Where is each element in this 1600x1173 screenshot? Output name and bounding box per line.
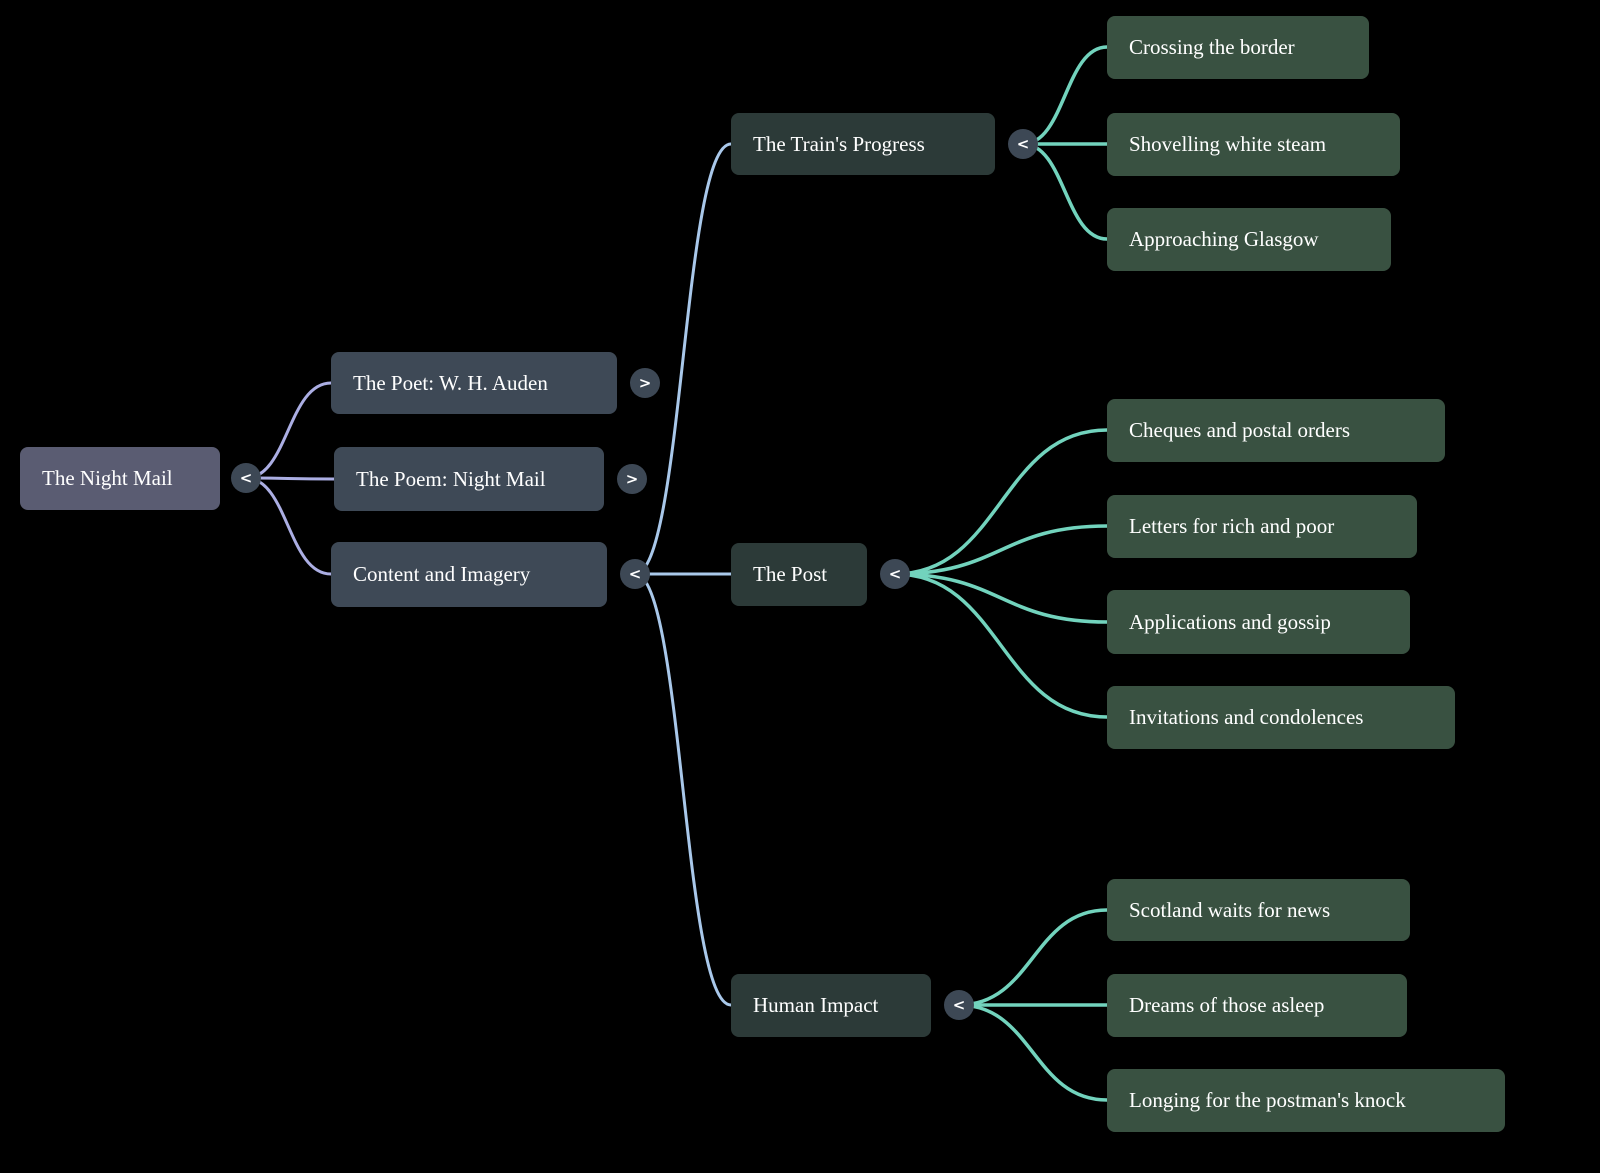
node-scotland-waits-for-news[interactable]: Scotland waits for news xyxy=(1107,879,1410,941)
node-trains-progress[interactable]: The Train's Progress xyxy=(731,113,995,175)
node-label: Dreams of those asleep xyxy=(1129,993,1325,1017)
link-content-human xyxy=(633,572,733,1007)
node-the-night-mail[interactable]: The Night Mail xyxy=(20,447,220,510)
toggle-the-post[interactable]: < xyxy=(880,559,910,589)
node-label: Content and Imagery xyxy=(353,562,531,586)
node-the-poem[interactable]: The Poem: Night Mail xyxy=(334,447,604,511)
link-human-scotland xyxy=(957,908,1109,1007)
node-label: Crossing the border xyxy=(1129,35,1295,59)
node-label: Human Impact xyxy=(753,993,879,1017)
link-nightmail-poet xyxy=(244,381,333,480)
node-label: Shovelling white steam xyxy=(1129,132,1327,156)
toggle-human-impact[interactable]: < xyxy=(944,990,974,1020)
node-human-impact[interactable]: Human Impact xyxy=(731,974,931,1037)
link-train-glasgow xyxy=(1021,142,1109,241)
toggle-content-and-imagery[interactable]: < xyxy=(620,559,650,589)
link-post-invitations xyxy=(893,572,1109,719)
node-label: The Night Mail xyxy=(42,466,173,490)
node-the-poet[interactable]: The Poet: W. H. Auden xyxy=(331,352,617,414)
toggle-the-poet[interactable]: > xyxy=(630,368,660,398)
link-post-applications xyxy=(893,572,1109,624)
node-label: Applications and gossip xyxy=(1129,609,1331,634)
node-longing-for-the-postmans-knock[interactable]: Longing for the postman's knock xyxy=(1107,1069,1505,1132)
link-human-longing xyxy=(957,1003,1109,1102)
node-label: Longing for the postman's knock xyxy=(1129,1088,1406,1112)
node-label: The Train's Progress xyxy=(753,131,925,156)
node-invitations-and-condolences[interactable]: Invitations and condolences xyxy=(1107,686,1455,749)
node-label: The Post xyxy=(753,562,828,586)
toggle-the-poem[interactable]: > xyxy=(617,464,647,494)
node-shovelling-white-steam[interactable]: Shovelling white steam xyxy=(1107,113,1400,176)
node-label: Letters for rich and poor xyxy=(1129,514,1335,538)
node-approaching-glasgow[interactable]: Approaching Glasgow xyxy=(1107,208,1391,271)
toggle-trains-progress[interactable]: < xyxy=(1008,129,1038,159)
node-label: Scotland waits for news xyxy=(1129,897,1331,922)
node-label: The Poet: W. H. Auden xyxy=(353,370,548,395)
link-post-cheques xyxy=(893,428,1109,576)
node-label: Invitations and condolences xyxy=(1129,705,1364,729)
node-crossing-the-border[interactable]: Crossing the border xyxy=(1107,16,1369,79)
node-letters-for-rich-and-poor[interactable]: Letters for rich and poor xyxy=(1107,495,1417,558)
node-applications-and-gossip[interactable]: Applications and gossip xyxy=(1107,590,1410,654)
node-label: Cheques and postal orders xyxy=(1129,418,1351,442)
toggle-the-night-mail[interactable]: < xyxy=(231,463,261,493)
link-train-crossing xyxy=(1021,45,1109,146)
node-content-and-imagery[interactable]: Content and Imagery xyxy=(331,542,607,607)
link-post-letters xyxy=(893,524,1109,576)
node-dreams-of-those-asleep[interactable]: Dreams of those asleep xyxy=(1107,974,1407,1037)
node-label: The Poem: Night Mail xyxy=(356,466,546,491)
link-content-train xyxy=(633,142,733,576)
node-label: Approaching Glasgow xyxy=(1129,227,1319,251)
node-cheques-and-postal-orders[interactable]: Cheques and postal orders xyxy=(1107,399,1445,462)
link-nightmail-content xyxy=(244,476,333,576)
node-the-post[interactable]: The Post xyxy=(731,543,867,606)
